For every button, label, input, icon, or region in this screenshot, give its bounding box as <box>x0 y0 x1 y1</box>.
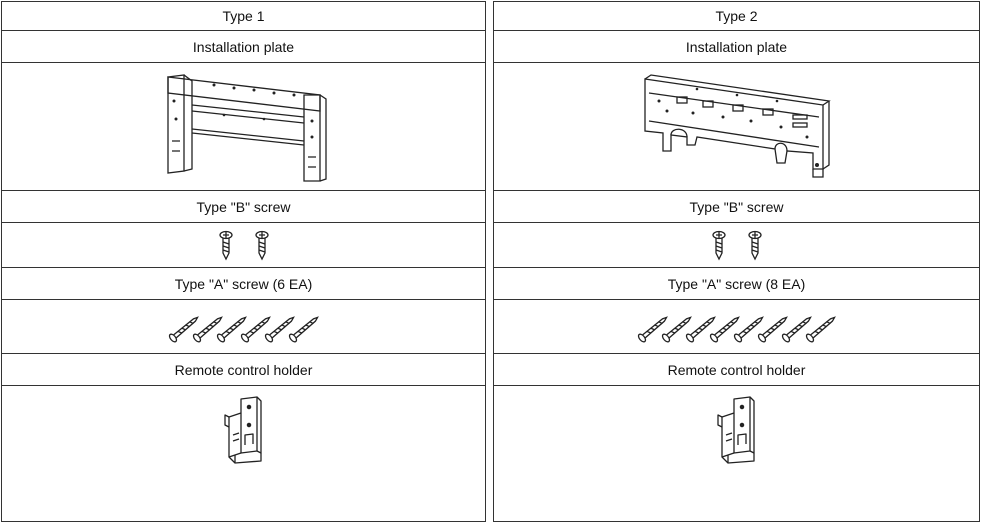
a-screw-icon <box>240 315 271 342</box>
a-screw-icon <box>757 315 788 342</box>
plate-label: Installation plate <box>685 38 788 55</box>
column-title: Type 1 <box>222 8 265 24</box>
b-screw-icon <box>711 230 726 261</box>
holder-image-cell <box>494 386 979 475</box>
b-screw-icon <box>254 230 269 261</box>
a-screw-icon <box>685 315 716 342</box>
b-screw-label: Type "B" screw <box>689 198 784 215</box>
a-screw-group <box>636 310 838 344</box>
holder-label-cell: Remote control holder <box>494 354 979 386</box>
remote-control-holder-icon <box>221 395 267 467</box>
a-screw-image-cell <box>494 300 979 354</box>
a-screw-icon <box>781 315 812 342</box>
a-screw-icon <box>709 315 740 342</box>
a-screw-icons <box>637 315 836 342</box>
plate-label-cell: Installation plate <box>494 31 979 63</box>
plate-label: Installation plate <box>192 38 295 55</box>
a-screw-icons <box>168 315 319 342</box>
plate-image-cell <box>2 63 485 191</box>
b-screw-icons <box>218 230 269 261</box>
remote-control-holder-drawing <box>223 395 262 464</box>
b-screw-group <box>214 229 274 261</box>
column-title-cell: Type 1 <box>2 2 485 31</box>
holder-label: Remote control holder <box>174 361 313 378</box>
b-screw-icon <box>747 230 762 261</box>
holder-label: Remote control holder <box>667 361 806 378</box>
b-screw-label-cell: Type "B" screw <box>2 191 485 223</box>
a-screw-group <box>167 310 321 344</box>
accessory-column-type-1: Type 1 Installation plate <box>1 1 486 522</box>
column-title-cell: Type 2 <box>494 2 979 31</box>
column-title: Type 2 <box>715 8 758 24</box>
b-screw-label-cell: Type "B" screw <box>494 191 979 223</box>
a-screw-icon <box>288 315 319 342</box>
installation-plate-type-2-icon <box>643 73 831 178</box>
a-screw-icon <box>733 315 764 342</box>
installation-plate-type-1-icon <box>166 73 327 182</box>
holder-label-cell: Remote control holder <box>2 354 485 386</box>
remote-control-holder-drawing <box>716 395 755 464</box>
a-screw-image-cell <box>2 300 485 354</box>
a-screw-label-cell: Type "A" screw (8 EA) <box>494 268 979 300</box>
accessory-column-type-2: Type 2 Installation plate <box>493 1 980 522</box>
a-screw-label: Type "A" screw (6 EA) <box>174 275 313 292</box>
a-screw-icon <box>192 315 223 342</box>
b-screw-icons <box>711 230 762 261</box>
plate-image-cell <box>494 63 979 191</box>
a-screw-label-cell: Type "A" screw (6 EA) <box>2 268 485 300</box>
a-screw-label: Type "A" screw (8 EA) <box>667 275 806 292</box>
b-screw-label: Type "B" screw <box>196 198 291 215</box>
holder-image-cell <box>2 386 485 475</box>
a-screw-icon <box>661 315 692 342</box>
a-screw-icon <box>805 315 836 342</box>
b-screw-group <box>707 229 767 261</box>
b-screw-image-cell <box>2 223 485 268</box>
b-screw-image-cell <box>494 223 979 268</box>
remote-control-holder-icon <box>714 395 760 467</box>
a-screw-icon <box>168 315 199 342</box>
b-screw-icon <box>218 230 233 261</box>
a-screw-icon <box>216 315 247 342</box>
a-screw-icon <box>264 315 295 342</box>
a-screw-icon <box>637 315 668 342</box>
plate-label-cell: Installation plate <box>2 31 485 63</box>
